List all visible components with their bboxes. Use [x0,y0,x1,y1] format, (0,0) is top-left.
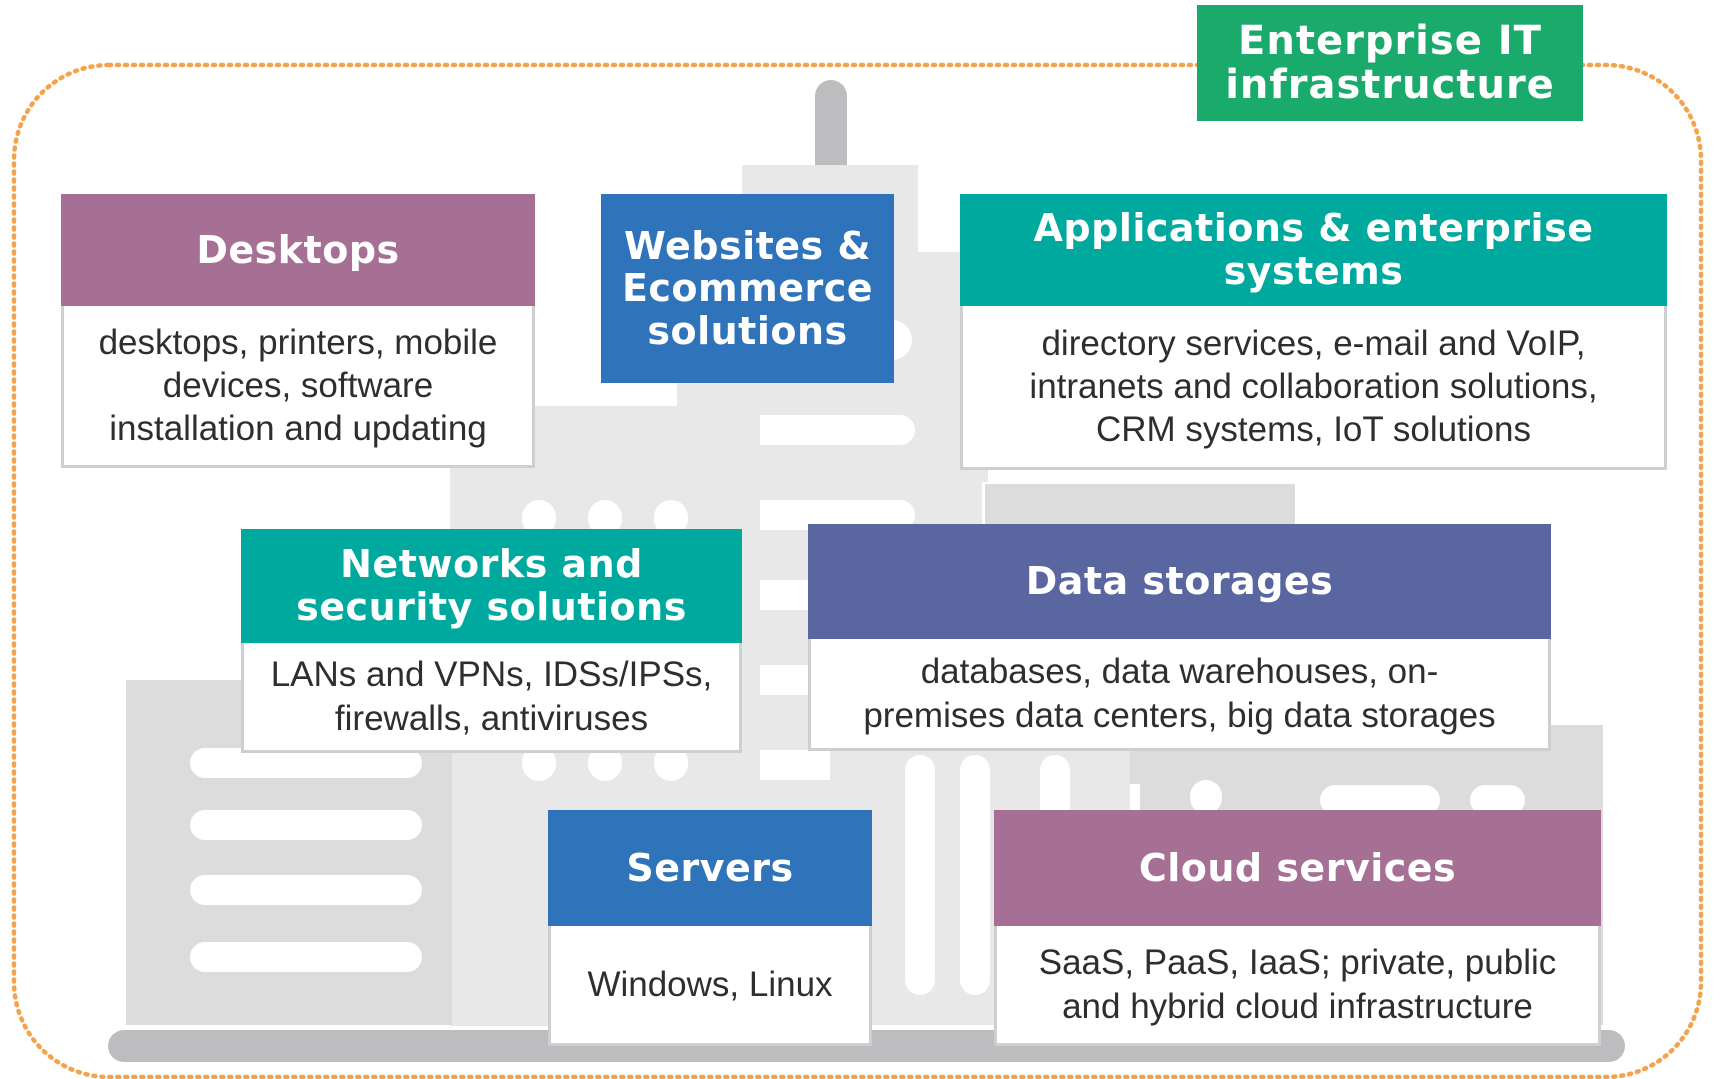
cloud-services-title: Cloud services [994,810,1601,926]
servers-card: Servers Windows, Linux [548,810,872,1046]
networks-description: LANs and VPNs, IDSs/IPSs, firewalls, ant… [241,643,742,753]
servers-description: Windows, Linux [548,926,872,1046]
servers-title: Servers [548,810,872,926]
data-storages-title: Data storages [808,524,1551,639]
desktops-card: Desktops desktops, printers, mobile devi… [61,194,535,468]
cloud-services-card: Cloud services SaaS, PaaS, IaaS; private… [994,810,1601,1046]
data-storages-card: Data storages databases, data warehouses… [808,524,1551,751]
applications-card: Applications & enterprise systems direct… [960,194,1667,470]
enterprise-it-banner: Enterprise IT infrastructure [1197,5,1583,121]
cloud-services-description: SaaS, PaaS, IaaS; private, public and hy… [994,926,1601,1046]
networks-title: Networks and security solutions [241,529,742,643]
data-storages-description: databases, data warehouses, on- premises… [808,639,1551,751]
infrastructure-frame [11,62,1704,1079]
websites-title: Websites & Ecommerce solutions [601,194,894,383]
antenna [815,80,847,180]
applications-description: directory services, e-mail and VoIP, int… [960,306,1667,470]
networks-card: Networks and security solutions LANs and… [241,529,742,753]
applications-title: Applications & enterprise systems [960,194,1667,306]
desktops-description: desktops, printers, mobile devices, soft… [61,306,535,468]
websites-card: Websites & Ecommerce solutions [601,194,894,383]
desktops-title: Desktops [61,194,535,306]
